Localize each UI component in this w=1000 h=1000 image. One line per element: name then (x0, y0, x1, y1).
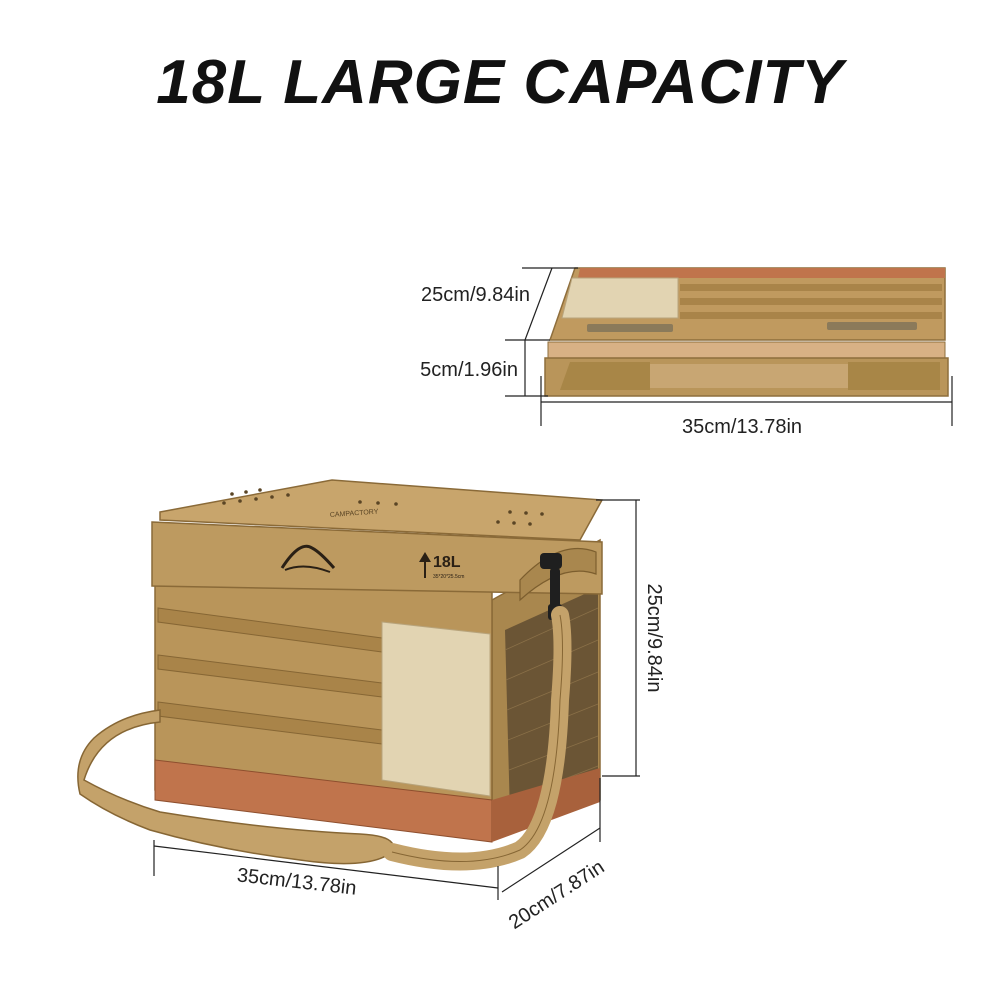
folded-middle-layer (547, 341, 946, 359)
folded-leather-strip (578, 268, 945, 278)
folded-thickness-label: 5cm/1.96in (420, 359, 518, 381)
size-mark: 35*20*25.5cm (433, 574, 464, 580)
velcro-patch (381, 621, 491, 797)
shoulder-strap (77, 709, 394, 865)
box-width-label: 35cm/13.78in (236, 864, 358, 899)
lid-perforations (222, 488, 544, 526)
storage-box: 18L 35*20*25.5cm CAMPACTORY (77, 479, 604, 871)
lid-brand-text: CAMPACTORY (330, 509, 379, 519)
folded-dimension-lines (505, 267, 953, 426)
lid-top (159, 479, 604, 541)
lid-front (151, 521, 603, 595)
headline: 18L LARGE CAPACITY (156, 48, 844, 117)
mountain-logo-icon (280, 544, 336, 569)
capacity-arrow-icon (419, 552, 431, 578)
capacity-mark: 18L (433, 554, 461, 571)
box-depth-label: 20cm/7.87in (505, 856, 608, 934)
box-dimension-lines (153, 499, 640, 900)
folded-velcro-patch (561, 277, 679, 319)
folded-storage-box (544, 267, 949, 397)
folded-width-label: 35cm/13.78in (682, 416, 802, 438)
folded-height-label: 25cm/9.84in (421, 284, 530, 306)
box-height-label: 25cm/9.84in (643, 584, 665, 693)
